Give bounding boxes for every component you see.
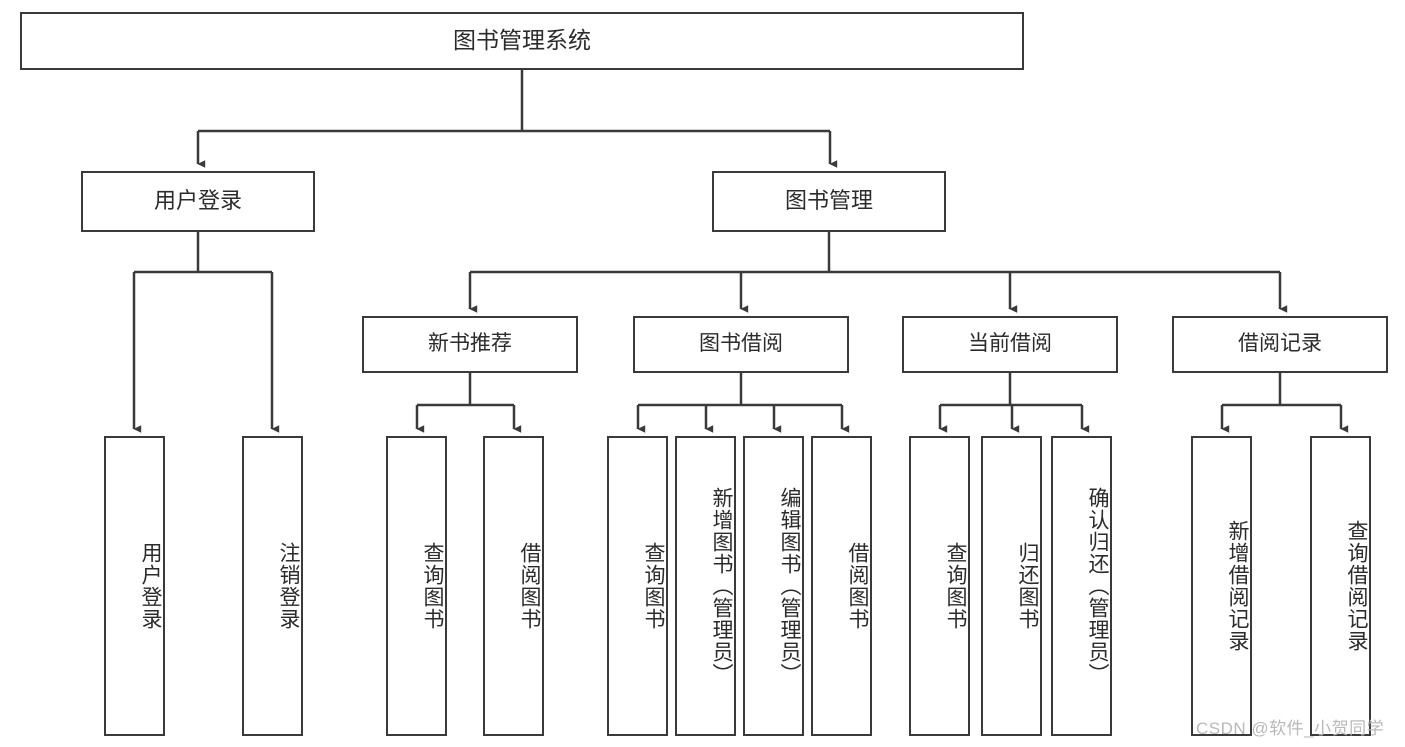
- node-user-login[interactable]: 用户登录: [81, 171, 315, 232]
- leaf-add-book-admin-label: 新增图书（管理员）: [710, 487, 733, 685]
- node-book-borrow-label: 图书借阅: [699, 332, 783, 356]
- leaf-confirm-return-admin[interactable]: 确认归还（管理员）: [1051, 436, 1112, 736]
- leaf-query-book-current[interactable]: 查询图书: [909, 436, 970, 736]
- leaf-confirm-return-admin-label: 确认归还（管理员）: [1086, 487, 1109, 685]
- node-borrow-records[interactable]: 借阅记录: [1172, 316, 1388, 373]
- leaf-query-borrow-record-label: 查询借阅记录: [1345, 520, 1368, 652]
- leaf-add-book-admin[interactable]: 新增图书（管理员）: [675, 436, 736, 736]
- leaf-user-login[interactable]: 用户登录: [104, 436, 165, 736]
- leaf-query-borrow-record[interactable]: 查询借阅记录: [1310, 436, 1371, 736]
- csdn-watermark: CSDN @软件_小贺同学: [1196, 719, 1385, 738]
- leaf-return-book-label: 归还图书: [1016, 542, 1039, 630]
- leaf-query-book-borrow-label: 查询图书: [642, 542, 665, 630]
- leaf-logout-label: 注销登录: [277, 542, 300, 630]
- leaf-query-book-current-label: 查询图书: [944, 542, 967, 630]
- leaf-borrow-book-recommend-label: 借阅图书: [518, 542, 541, 630]
- leaf-logout[interactable]: 注销登录: [242, 436, 303, 736]
- leaf-edit-book-admin-label: 编辑图书（管理员）: [778, 487, 801, 685]
- node-book-management[interactable]: 图书管理: [712, 171, 946, 232]
- leaf-query-book-recommend[interactable]: 查询图书: [386, 436, 447, 736]
- leaf-query-book-borrow[interactable]: 查询图书: [607, 436, 668, 736]
- leaf-add-borrow-record-label: 新增借阅记录: [1226, 520, 1249, 652]
- node-book-management-label: 图书管理: [784, 188, 873, 214]
- leaf-borrow-book-recommend[interactable]: 借阅图书: [483, 436, 544, 736]
- leaf-return-book[interactable]: 归还图书: [981, 436, 1042, 736]
- leaf-add-borrow-record[interactable]: 新增借阅记录: [1191, 436, 1252, 736]
- node-root[interactable]: 图书管理系统: [20, 12, 1024, 70]
- node-user-login-label: 用户登录: [153, 188, 242, 214]
- node-root-label: 图书管理系统: [453, 27, 591, 54]
- leaf-borrow-book[interactable]: 借阅图书: [811, 436, 872, 736]
- leaf-user-login-label: 用户登录: [139, 542, 162, 630]
- leaf-edit-book-admin[interactable]: 编辑图书（管理员）: [743, 436, 804, 736]
- node-current-borrow-label: 当前借阅: [968, 332, 1052, 356]
- node-borrow-records-label: 借阅记录: [1238, 332, 1322, 356]
- node-new-book-recommend[interactable]: 新书推荐: [362, 316, 578, 373]
- leaf-query-book-recommend-label: 查询图书: [421, 542, 444, 630]
- node-current-borrow[interactable]: 当前借阅: [902, 316, 1118, 373]
- node-book-borrow[interactable]: 图书借阅: [633, 316, 849, 373]
- node-new-book-recommend-label: 新书推荐: [428, 332, 512, 356]
- leaf-borrow-book-label: 借阅图书: [846, 542, 869, 630]
